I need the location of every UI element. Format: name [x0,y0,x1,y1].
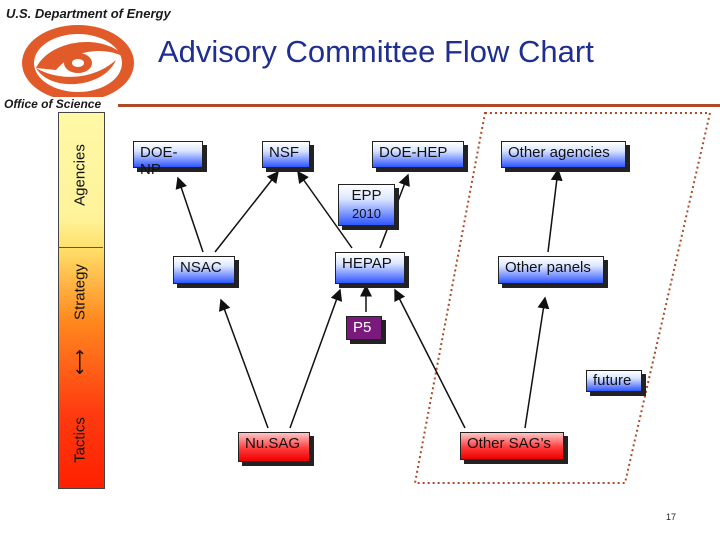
epp-year: 2010 [352,206,381,221]
connector-nusag-nsac [218,298,269,429]
doe-swirl-icon [16,18,156,103]
epp-label: EPP [351,187,382,204]
node-doe-np[interactable]: DOE-NP [133,141,203,178]
node-nusag[interactable]: Nu.SAG [238,432,310,462]
level-sidebar [58,112,105,489]
node-nsf[interactable]: NSF [262,141,310,168]
node-p5[interactable]: P5 [346,316,382,340]
connector-nsac-nsf [214,170,279,253]
other-committees-region [413,112,712,484]
node-other-panels[interactable]: Other panels [498,256,604,284]
node-other-sags[interactable]: Other SAG’s [460,432,564,460]
node-epp-2010[interactable]: EPP 2010 [338,184,395,226]
page-title: Advisory Committee Flow Chart [158,34,594,69]
connector-nusag-hepap [289,288,343,429]
header-rule [118,104,720,107]
node-future[interactable]: future [586,370,642,392]
node-nsac[interactable]: NSAC [173,256,235,284]
connector-othersags-otherpanels [524,296,550,429]
node-hepap[interactable]: HEPAP [335,252,405,284]
node-other-agencies[interactable]: Other agencies [501,141,626,168]
node-doe-hep[interactable]: DOE-HEP [372,141,464,168]
org-label: U.S. Department of Energy [6,6,171,21]
connector-otherpanels-otheragencies [547,168,563,253]
connector-nsac-doenp [175,176,204,253]
page-number: 17 [666,512,677,522]
office-label: Office of Science [4,97,104,111]
connector-hepap-nsf [297,170,353,249]
sidebar-divider [58,247,103,248]
connector-othersags-hepap [394,288,466,429]
doe-logo [16,18,156,103]
